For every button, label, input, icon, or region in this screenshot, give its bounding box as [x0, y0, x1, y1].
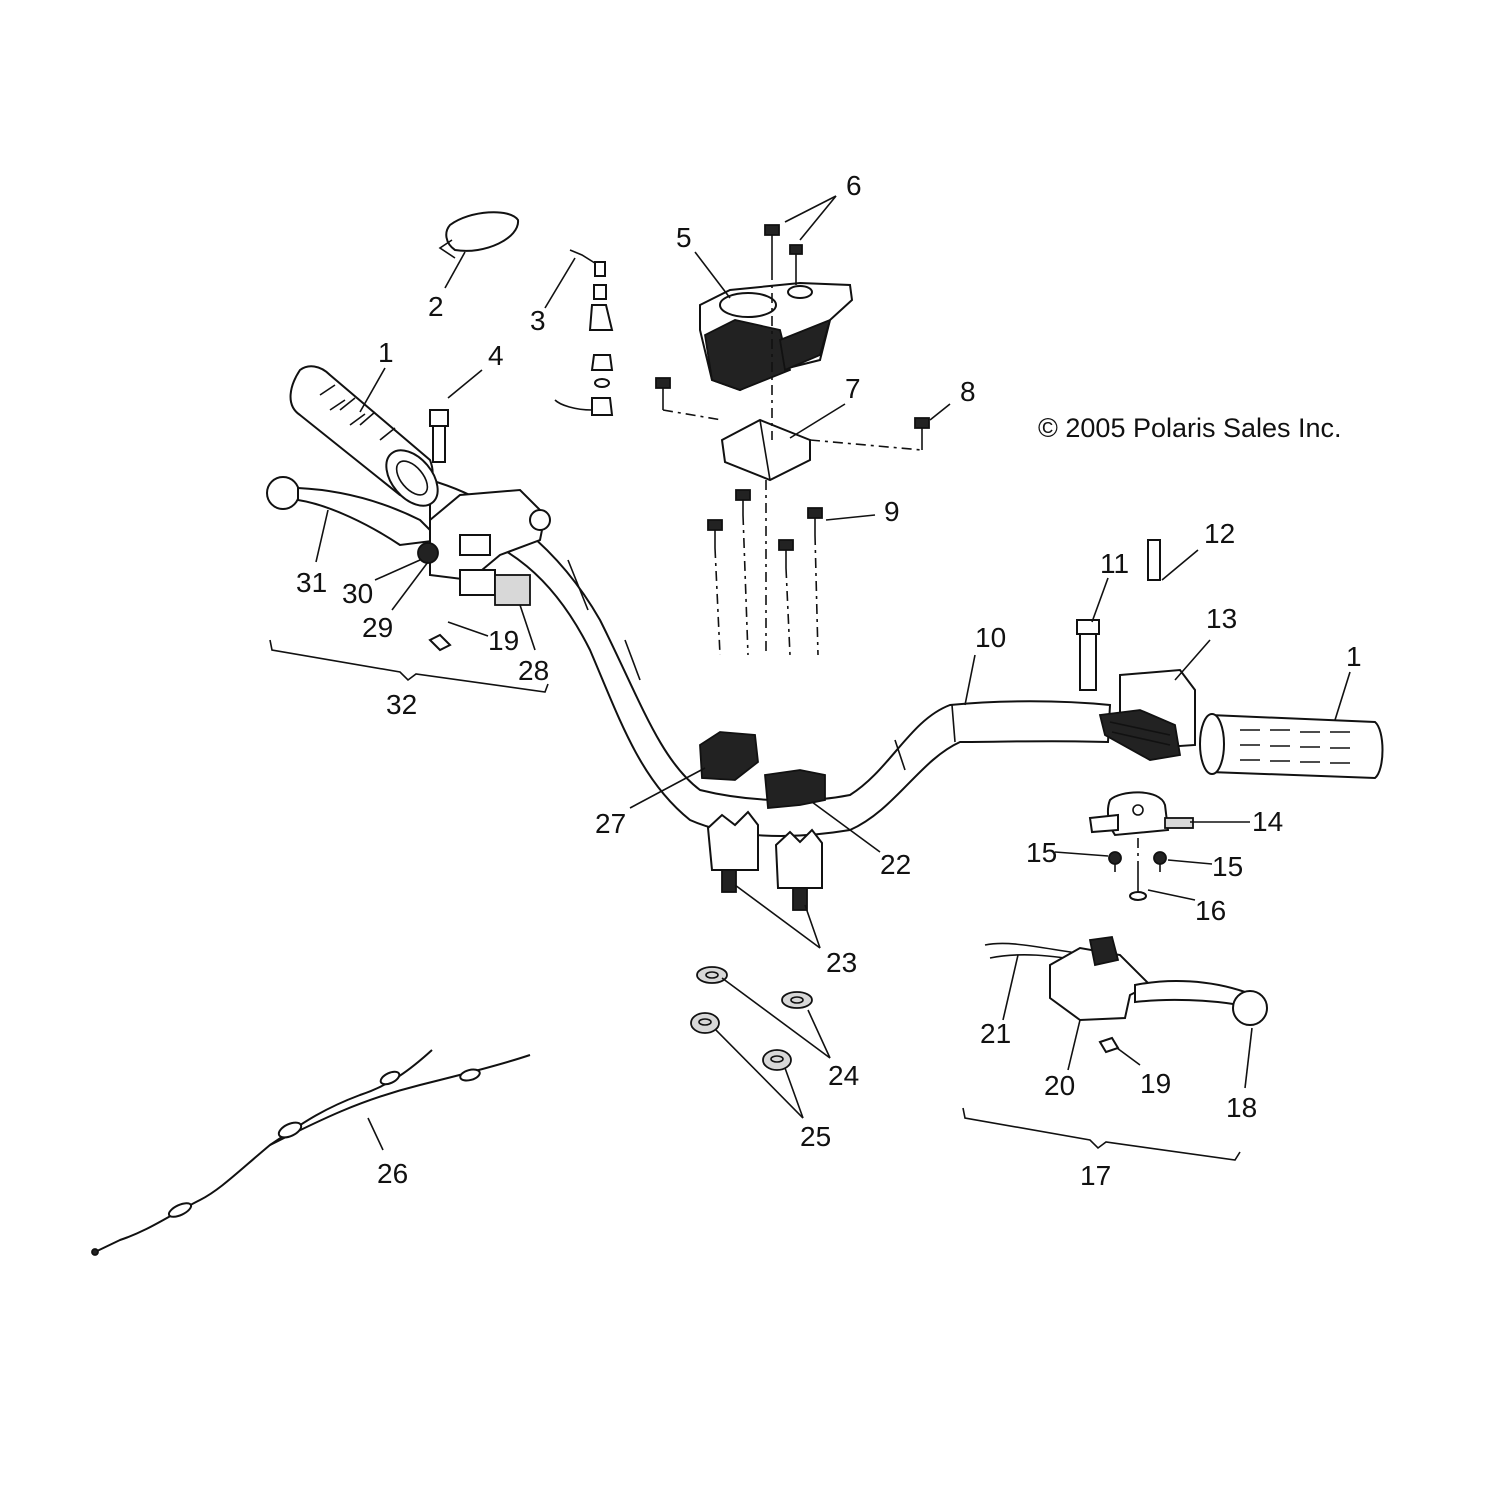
label-5: 5	[676, 222, 692, 253]
screws-part-6-8-9	[655, 224, 930, 568]
label-2: 2	[428, 291, 444, 322]
cap-part-2	[438, 211, 520, 259]
copyright-notice: © 2005 Polaris Sales Inc.	[1038, 413, 1342, 443]
label-1-right: 1	[1346, 641, 1362, 672]
label-10: 10	[975, 622, 1006, 653]
top-cover-part-5	[699, 281, 854, 392]
label-20: 20	[1044, 1070, 1075, 1101]
label-26: 26	[377, 1158, 408, 1189]
label-3: 3	[530, 305, 546, 336]
label-12: 12	[1204, 518, 1235, 549]
screws-part-15-16	[1108, 851, 1167, 901]
label-27: 27	[595, 808, 626, 839]
label-28: 28	[518, 655, 549, 686]
bracket-part-7	[720, 418, 811, 482]
leader-lines	[315, 195, 1351, 1151]
label-16: 16	[1195, 895, 1226, 926]
label-31: 31	[296, 567, 327, 598]
label-13: 13	[1206, 603, 1237, 634]
left-grip-part-1	[289, 365, 439, 507]
label-9: 9	[884, 496, 900, 527]
label-15-left: 15	[1026, 837, 1057, 868]
pins-part-4-11-12	[429, 409, 1161, 691]
risers-part-23	[706, 810, 823, 911]
washers-part-24-25	[690, 966, 813, 1071]
label-22: 22	[880, 849, 911, 880]
label-23: 23	[826, 947, 857, 978]
label-7: 7	[845, 373, 861, 404]
bracket-17	[962, 1107, 1241, 1161]
right-switch-part-13	[1098, 668, 1196, 761]
label-30: 30	[342, 578, 373, 609]
key-switch-part-3	[554, 249, 614, 416]
left-control-assembly	[266, 476, 551, 652]
label-18: 18	[1226, 1092, 1257, 1123]
label-19-right: 19	[1140, 1068, 1171, 1099]
label-17: 17	[1080, 1160, 1111, 1191]
label-11: 11	[1100, 548, 1129, 579]
label-32: 32	[386, 689, 417, 720]
label-21: 21	[980, 1018, 1011, 1049]
alignment-lines	[662, 270, 1139, 865]
clamps-part-22-27	[699, 731, 826, 809]
label-8: 8	[960, 376, 976, 407]
label-4: 4	[488, 340, 504, 371]
label-19-left: 19	[488, 625, 519, 656]
handlebar-part-10	[429, 478, 1112, 837]
label-25: 25	[800, 1121, 831, 1152]
label-6: 6	[846, 170, 862, 201]
bracket-32	[269, 639, 549, 693]
label-29: 29	[362, 612, 393, 643]
label-15-right: 15	[1212, 851, 1243, 882]
throttle-part-14	[1088, 791, 1194, 837]
right-lever-assembly	[984, 936, 1268, 1054]
label-24: 24	[828, 1060, 859, 1091]
throttle-cable-part-26	[91, 1049, 531, 1256]
right-grip-part-1	[1199, 713, 1384, 780]
label-1-left: 1	[378, 337, 394, 368]
part-labels: 1 1 2 3 4 5 6 7 8 9 10 11 12 13 14 15 15…	[296, 170, 1362, 1191]
label-14: 14	[1252, 806, 1283, 837]
